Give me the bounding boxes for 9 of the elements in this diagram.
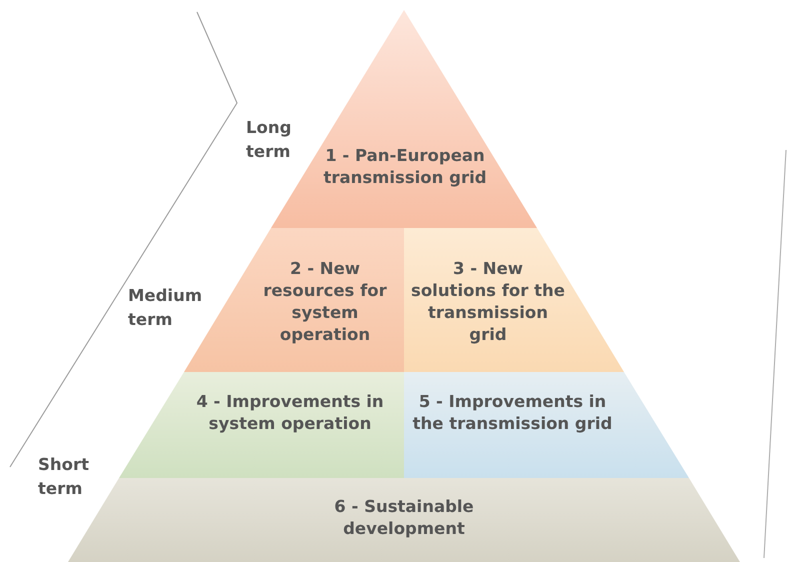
segment-label: 6 - Sustainable development — [333, 496, 475, 540]
term-label: Medium term — [128, 285, 204, 331]
segment-label: 4 - Improvements in system operation — [195, 391, 385, 435]
segment-label: 5 - Improvements in the transmission grid — [412, 391, 614, 435]
term-label: Short term — [38, 454, 90, 500]
segment-label: 1 - Pan-European transmission grid — [322, 145, 488, 189]
segment-label: 2 - New resources for system operation — [262, 258, 388, 346]
segment-label: 3 - New solutions for the transmission grid — [410, 258, 566, 346]
term-label: Long term — [246, 117, 292, 163]
